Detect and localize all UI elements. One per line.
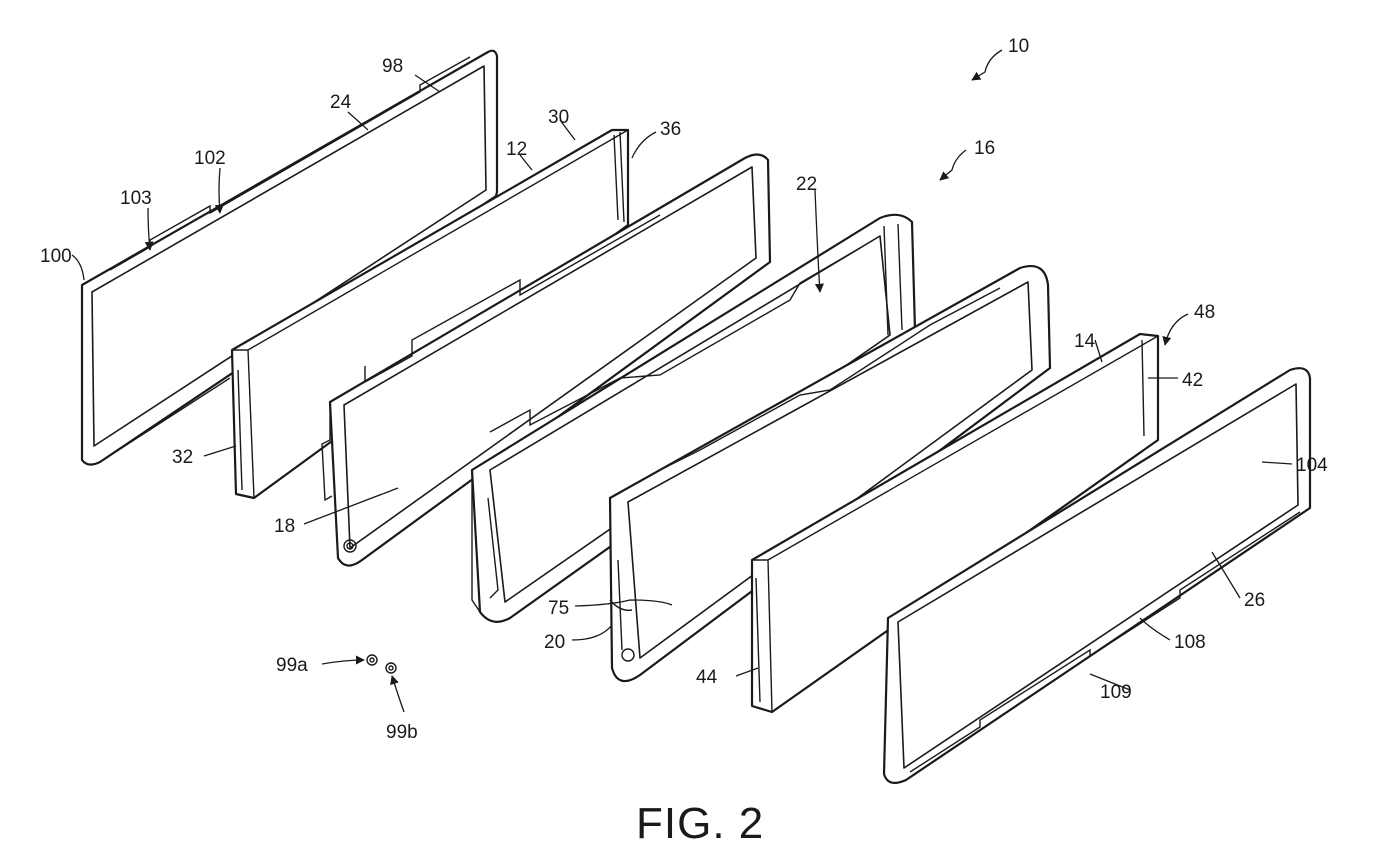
ref-26: 26 [1244,590,1265,611]
ref-44: 44 [696,667,718,688]
ref-104: 104 [1296,455,1328,476]
ref-98: 98 [382,56,403,77]
ref-14: 14 [1074,331,1096,352]
spacers-99 [367,655,396,673]
ref-18: 18 [274,516,295,537]
ref-36: 36 [660,119,681,140]
ref-99b: 99b [386,722,418,743]
ref-100: 100 [40,246,72,267]
ref-108: 108 [1174,632,1206,653]
ref-75: 75 [548,598,569,619]
ref-12: 12 [506,139,527,160]
ref-103: 103 [120,188,152,209]
ref-99a: 99a [276,655,308,676]
ref-48: 48 [1194,302,1215,323]
ref-24: 24 [330,92,352,113]
ref-102: 102 [194,148,226,169]
ref-10: 10 [1008,36,1029,57]
ref-109: 109 [1100,682,1132,703]
ref-22: 22 [796,174,817,195]
ref-42: 42 [1182,370,1203,391]
ref-16: 16 [974,138,995,159]
ref-20: 20 [544,632,565,653]
figure-caption: FIG. 2 [636,799,764,847]
ref-32: 32 [172,447,193,468]
ref-30: 30 [548,107,569,128]
